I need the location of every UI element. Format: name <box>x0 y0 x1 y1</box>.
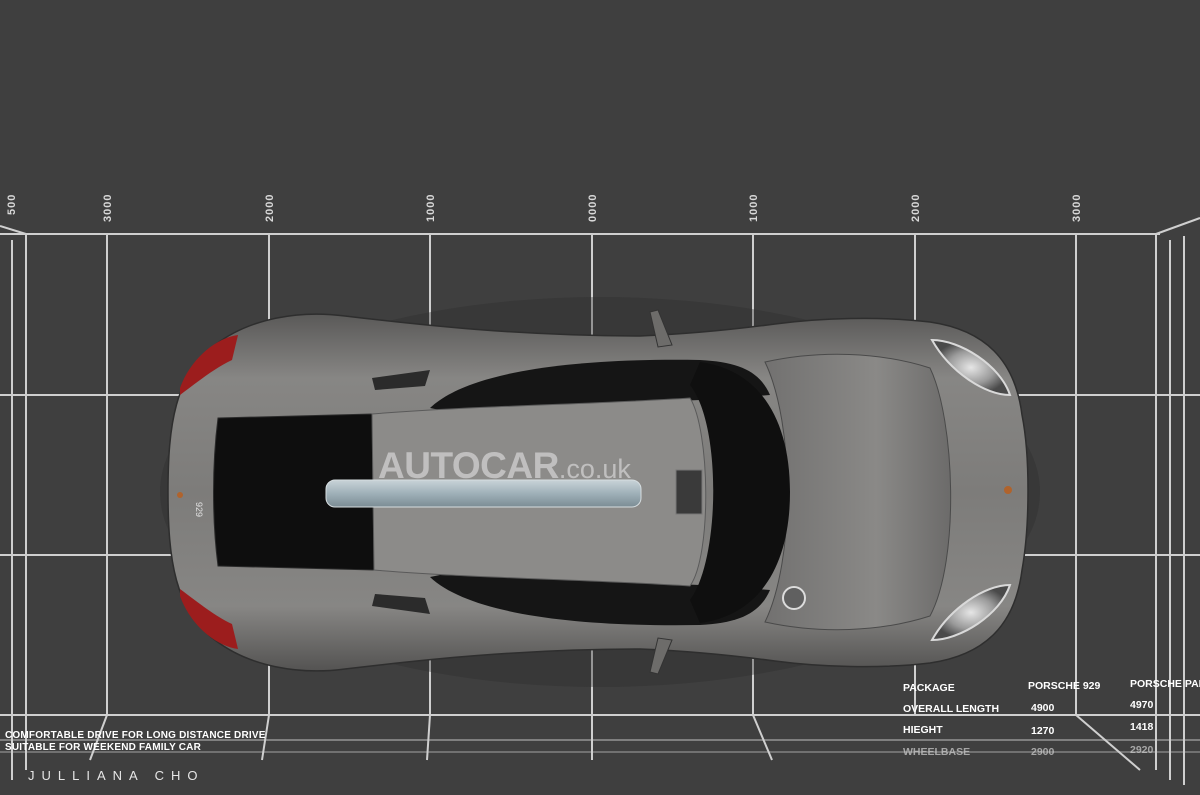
car-mirror-top <box>649 309 673 348</box>
watermark-main: AUTOCAR <box>378 445 559 486</box>
spec-header-porsche-panamera: PORSCHE PANAMERA <box>1130 678 1200 690</box>
car-front-badge <box>1004 486 1012 494</box>
car-headlight-bottom <box>930 583 1012 642</box>
car-side-window-right <box>430 575 770 626</box>
car-taillight-bottom <box>180 589 238 649</box>
car-roof-light-bar <box>325 479 642 508</box>
ruler-label: 1000 <box>748 194 760 222</box>
car-model-badge: 929 <box>194 502 204 517</box>
car-side-window-left <box>430 359 770 410</box>
ruler-label: 0000 <box>587 194 599 222</box>
spec-row-value: 2920 <box>1130 744 1154 756</box>
spec-row-value: 2900 <box>1031 746 1055 758</box>
spec-row-value: 1418 <box>1130 721 1154 733</box>
autocar-watermark: AUTOCAR.co.uk <box>378 445 631 487</box>
ruler-labels: 500 3000 2000 1000 0000 1000 2000 3000 <box>6 194 1083 222</box>
car-taillight-top <box>180 335 238 395</box>
caption-line-1: COMFORTABLE DRIVE FOR LONG DISTANCE DRIV… <box>5 729 266 742</box>
car-headlight-top <box>930 338 1012 397</box>
designer-credit: JULLIANA CHO <box>28 768 205 783</box>
ruler-label: 1000 <box>425 194 437 222</box>
spec-row-value: 4970 <box>1130 699 1154 711</box>
spec-row-label: HIEGHT <box>903 724 943 736</box>
ruler-label: 2000 <box>264 194 276 222</box>
spec-row-label: OVERALL LENGTH <box>903 703 1000 715</box>
spec-header-porsche-929: PORSCHE 929 <box>1028 680 1101 692</box>
car-rear-window <box>213 413 375 571</box>
spec-row-value: 1270 <box>1031 725 1055 737</box>
spec-row-value: 4900 <box>1031 702 1055 714</box>
spec-row-label: WHEELBASE <box>903 746 971 758</box>
car-rear-badge <box>177 492 183 498</box>
ruler-label: 3000 <box>102 194 114 222</box>
ruler-label: 3000 <box>1071 194 1083 222</box>
spec-header-package: PACKAGE <box>903 682 955 694</box>
ruler-edge-label: 500 <box>6 194 18 215</box>
car-top-view: 929 <box>160 297 1040 687</box>
ruler-label: 2000 <box>910 194 922 222</box>
car-mirror-bottom <box>649 637 673 675</box>
car-fuel-cap <box>782 586 806 610</box>
watermark-domain: .co.uk <box>558 454 631 484</box>
caption-line-2: SUITABLE FOR WEEKEND FAMILY CAR <box>5 741 202 754</box>
car-windshield <box>690 362 790 623</box>
